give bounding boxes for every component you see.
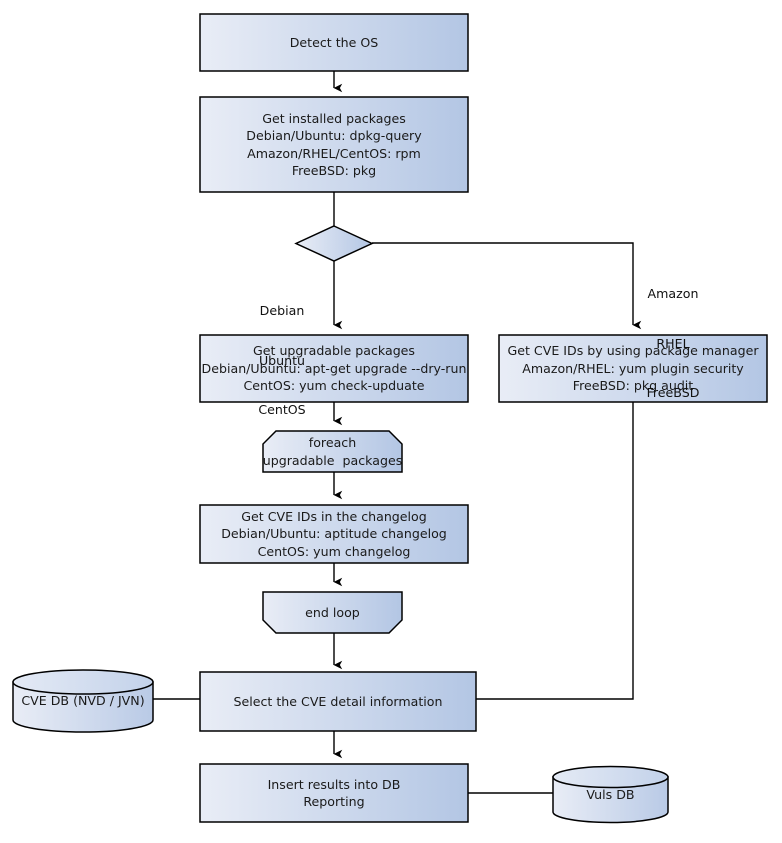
branch-right-line-2: RHEL bbox=[656, 335, 690, 351]
branch-right-line-3: FreeBSD bbox=[646, 385, 700, 400]
node-cve-db-shape[interactable] bbox=[12, 669, 154, 733]
node-select-cve-detail-shape[interactable] bbox=[199, 671, 477, 732]
branch-left-line-2: Ubuntu bbox=[258, 352, 306, 368]
branch-left-line-3: CentOS bbox=[258, 402, 306, 417]
node-end-loop-shape[interactable] bbox=[262, 591, 403, 634]
node-get-cve-ids-changelog-shape[interactable] bbox=[199, 504, 469, 564]
node-insert-results-reporting-shape[interactable] bbox=[199, 763, 469, 823]
branch-left-label: Debian Ubuntu CentOS bbox=[236, 270, 328, 452]
node-get-upgradable-packages-shape[interactable] bbox=[199, 334, 469, 403]
node-get-installed-packages-shape[interactable] bbox=[199, 96, 469, 193]
node-os-decision-shape[interactable] bbox=[294, 225, 374, 262]
node-detect-os-shape[interactable] bbox=[199, 13, 469, 72]
node-vuls-db-shape[interactable] bbox=[552, 765, 669, 824]
node-foreach-loop-start-shape[interactable] bbox=[262, 430, 403, 473]
branch-left-line-1: Debian bbox=[259, 303, 305, 318]
edge-decision-to-pkgmanager bbox=[372, 242, 642, 330]
branch-right-line-1: Amazon bbox=[647, 286, 699, 301]
edge-pkgmanager-to-select bbox=[467, 402, 634, 704]
node-get-cve-ids-package-manager-shape[interactable] bbox=[498, 334, 768, 403]
branch-right-label: Amazon RHEL FreeBSD bbox=[637, 253, 709, 435]
